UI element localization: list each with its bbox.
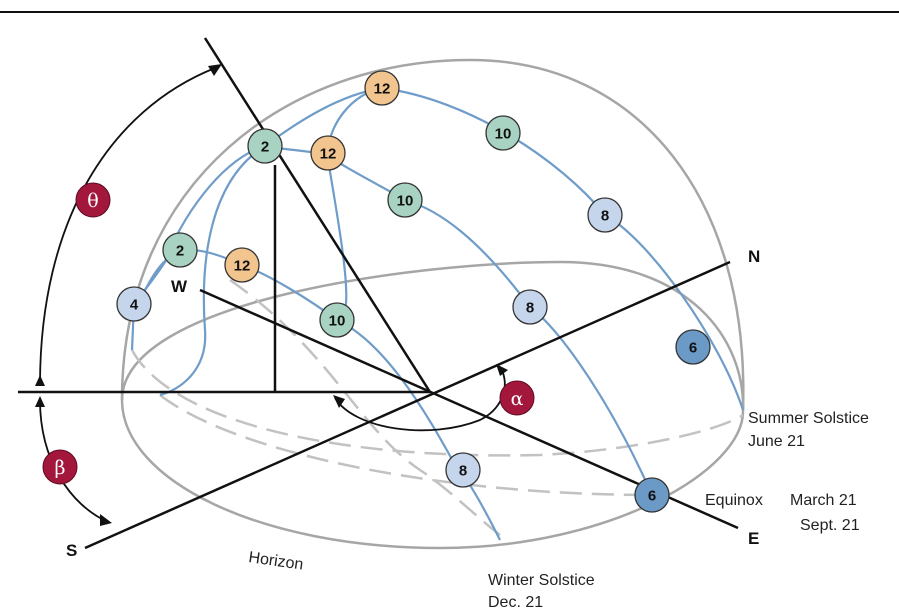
dome-outline: [120, 58, 745, 411]
hour-marker-label: 6: [648, 488, 656, 505]
zenith-arrow-bottom: [35, 375, 45, 386]
beta-badge: β: [42, 449, 78, 485]
alpha-symbol: α: [511, 388, 524, 410]
hour-marker-winter-10: 10: [319, 302, 355, 338]
hour-marker-label: 4: [130, 297, 139, 314]
hour-marker-circle: [310, 135, 346, 171]
azimuth-arrow-left: [333, 395, 345, 408]
hour-marker-summer-10: 10: [485, 115, 521, 151]
summer-solstice-name: Summer Solstice: [748, 410, 869, 427]
horizon-front: [120, 399, 745, 550]
hour-marker-label: 8: [601, 208, 609, 225]
hour-marker-winter-8: 8: [445, 452, 481, 488]
hour-marker-circle: [364, 70, 400, 106]
hour-marker-circle: [634, 477, 670, 513]
hour-marker-summer-4: 4: [116, 286, 152, 322]
hour-marker-label: 8: [459, 463, 467, 480]
hour-marker-label: 10: [397, 193, 414, 210]
north-label: N: [748, 247, 760, 266]
hour-marker-equinox-6: 6: [634, 477, 670, 513]
hour-marker-circle: [387, 182, 423, 218]
equinox-path-hidden: [159, 394, 653, 497]
horizon-back: [120, 260, 745, 411]
equinox-name: Equinox: [705, 492, 763, 509]
zenith-arrow-top: [208, 64, 222, 76]
hour-marker-label: 12: [320, 146, 337, 163]
hour-marker-circle: [512, 289, 548, 325]
hour-marker-winter-12: 12: [224, 247, 260, 283]
hour-markers: 12 10 8 6 2 4 12 10 8 6 12 2 10 8: [116, 70, 711, 513]
horizon-label: Horizon: [247, 549, 304, 574]
hour-marker-circle: [319, 302, 355, 338]
winter-path-hidden: [229, 278, 501, 536]
hour-marker-circle: [675, 329, 711, 365]
summer-solstice-date: June 21: [748, 433, 805, 450]
altitude-arrow-top: [35, 396, 45, 407]
winter-solstice-date: Dec. 21: [488, 594, 543, 611]
hour-marker-winter-2: 2: [162, 232, 198, 268]
east-label: E: [748, 529, 759, 548]
hour-marker-label: 6: [689, 340, 697, 357]
sun-ray-line: [203, 37, 432, 393]
hour-marker-label: 2: [176, 243, 184, 260]
hour-marker-circle: [224, 247, 260, 283]
hour-marker-circle: [485, 115, 521, 151]
hour-marker-label: 2: [261, 139, 269, 156]
zenith-angle-arc: [39, 67, 216, 386]
hour-marker-summer-6: 6: [675, 329, 711, 365]
equinox-date-march: March 21: [790, 492, 857, 509]
beta-symbol: β: [55, 457, 66, 479]
hour-marker-label: 10: [495, 126, 512, 143]
theta-symbol: θ: [87, 190, 98, 212]
hour-marker-equinox-10: 10: [387, 182, 423, 218]
equinox-date-sept: Sept. 21: [800, 517, 860, 534]
hour-marker-circle: [445, 452, 481, 488]
winter-solstice-name: Winter Solstice: [488, 572, 595, 589]
altitude-arrow-bottom: [100, 514, 112, 526]
hour-marker-label: 8: [526, 300, 534, 317]
hour-marker-circle: [162, 232, 198, 268]
hour-marker-circle: [247, 128, 283, 164]
azimuth-arrow-right: [496, 364, 508, 376]
summer-solstice-path: [130, 86, 745, 411]
winter-solstice-path: [139, 248, 501, 541]
theta-badge: θ: [75, 182, 111, 218]
summer-path-hidden: [130, 349, 744, 457]
hour-marker-label: 12: [374, 81, 391, 98]
hour-marker-summer-8: 8: [587, 197, 623, 233]
west-label: W: [171, 277, 188, 296]
hour-marker-summer-2: 2: [247, 128, 283, 164]
hour-marker-circle: [587, 197, 623, 233]
alpha-badge: α: [499, 380, 535, 416]
hour-marker-label: 10: [329, 313, 346, 330]
hour-marker-equinox-12: 12: [310, 135, 346, 171]
south-label: S: [66, 541, 77, 560]
south-north-axis: [84, 260, 731, 550]
hour-marker-circle: [116, 286, 152, 322]
hour-marker-summer-12: 12: [364, 70, 400, 106]
hour-marker-equinox-8: 8: [512, 289, 548, 325]
hour-marker-label: 12: [234, 258, 251, 275]
